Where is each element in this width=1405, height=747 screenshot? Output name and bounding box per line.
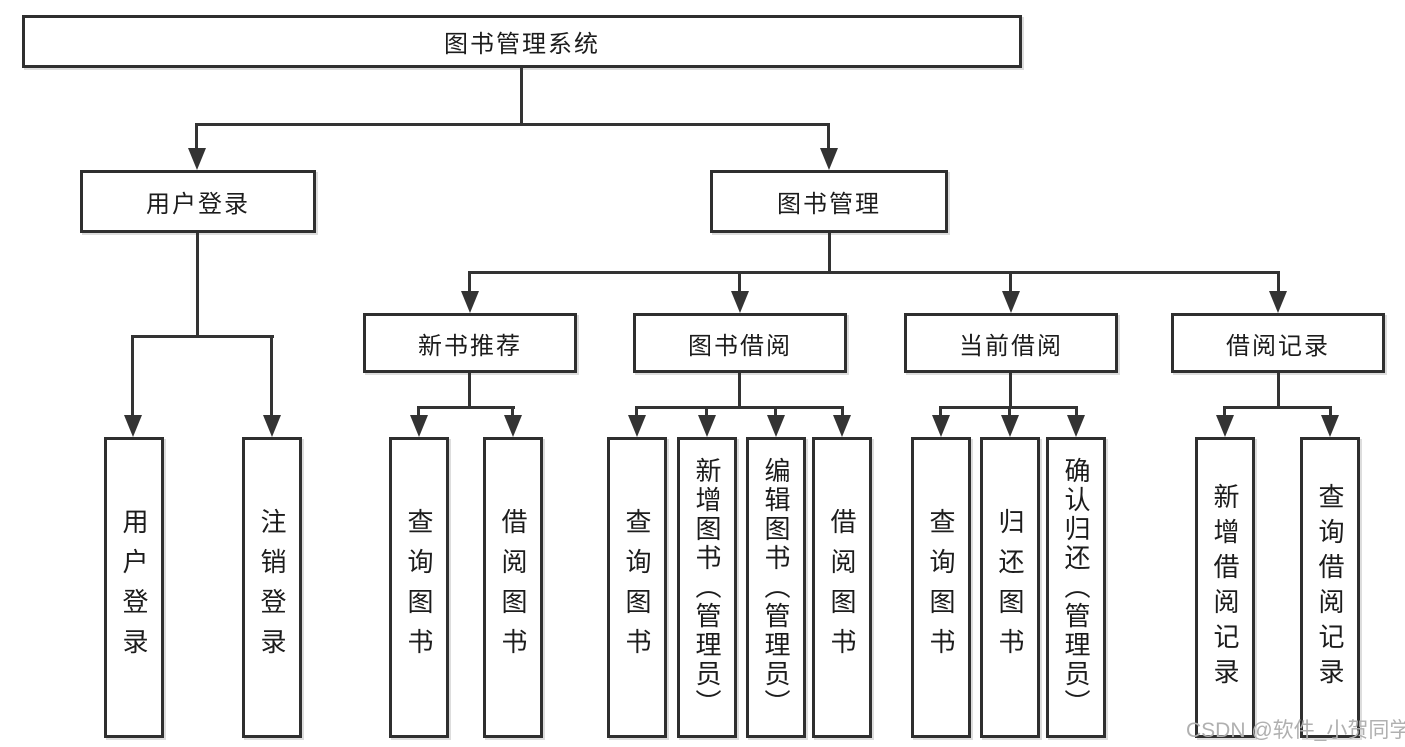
node-book-management-label: 图书管理 (777, 191, 881, 218)
leaf-add-books-admin: 新增图书（管理员） (677, 437, 737, 738)
connector-book-borrow-drop (738, 373, 741, 409)
leaf-edit-books-admin: 编辑图书（管理员） (746, 437, 806, 738)
connector-drop-leaf (417, 406, 420, 421)
arrow-down-icon (188, 148, 206, 170)
leaf-query-books-recommend: 查询图书 (389, 437, 449, 738)
connector-drop-leaf (635, 406, 638, 421)
connector-drop-level3 (468, 271, 471, 297)
arrow-down-icon (1067, 415, 1085, 437)
connector-drop-leaf (270, 335, 273, 421)
node-book-borrow-label: 图书借阅 (688, 332, 792, 360)
leaf-label: 确认归还（管理员） (1061, 457, 1091, 718)
node-user-login-label: 用户登录 (146, 191, 250, 218)
connector-root-drop (520, 68, 523, 126)
leaf-query-borrow-record: 查询借阅记录 (1300, 437, 1360, 738)
connector-drop-leaf (511, 406, 514, 421)
connector-new-book-recommend-splitter (417, 406, 515, 409)
arrow-down-icon (1002, 291, 1020, 313)
arrow-down-icon (263, 415, 281, 437)
connector-drop-user-login (195, 123, 198, 155)
arrow-down-icon (767, 415, 785, 437)
arrow-down-icon (698, 415, 716, 437)
leaf-label: 归还图书 (995, 507, 1025, 668)
node-root: 图书管理系统 (22, 15, 1022, 68)
leaf-query-books-current: 查询图书 (911, 437, 971, 738)
node-book-management: 图书管理 (710, 170, 948, 233)
node-borrow-records-label: 借阅记录 (1226, 332, 1330, 360)
connector-book-management-drop (828, 233, 831, 274)
connector-root-splitter (196, 123, 830, 126)
arrow-down-icon (820, 148, 838, 170)
leaf-label: 编辑图书（管理员） (761, 457, 791, 718)
leaf-logout: 注销登录 (242, 437, 302, 738)
connector-drop-leaf (1329, 406, 1332, 421)
node-current-borrow: 当前借阅 (904, 313, 1118, 373)
connector-new-book-recommend-drop (468, 373, 471, 409)
leaf-borrow-books-recommend: 借阅图书 (483, 437, 543, 738)
leaf-label: 查询借阅记录 (1315, 482, 1345, 693)
leaf-label: 查询图书 (926, 507, 956, 668)
arrow-down-icon (833, 415, 851, 437)
csdn-watermark: CSDN @软件_小贺同学 (1186, 719, 1405, 742)
arrow-down-icon (932, 415, 950, 437)
leaf-user-login: 用户登录 (104, 437, 164, 738)
connector-drop-leaf (131, 335, 134, 421)
node-new-book-recommend: 新书推荐 (363, 313, 577, 373)
leaf-return-books: 归还图书 (980, 437, 1040, 738)
leaf-label: 新增图书（管理员） (692, 457, 722, 718)
leaf-query-books-borrow: 查询图书 (607, 437, 667, 738)
arrow-down-icon (504, 415, 522, 437)
leaf-label: 查询图书 (404, 507, 434, 668)
arrow-down-icon (461, 291, 479, 313)
arrow-down-icon (124, 415, 142, 437)
connector-drop-level3 (738, 271, 741, 297)
arrow-down-icon (410, 415, 428, 437)
connector-drop-leaf (939, 406, 942, 421)
connector-borrow-records-splitter (1223, 406, 1332, 409)
node-current-borrow-label: 当前借阅 (959, 332, 1063, 360)
connector-borrow-records-drop (1277, 373, 1280, 409)
arrow-down-icon (1321, 415, 1339, 437)
connector-current-borrow-drop (1009, 373, 1012, 409)
connector-drop-leaf (1223, 406, 1226, 421)
connector-drop-leaf (1075, 406, 1078, 421)
connector-drop-leaf (774, 406, 777, 421)
connector-drop-leaf (705, 406, 708, 421)
connector-drop-leaf (841, 406, 844, 421)
connector-user-login-splitter (131, 335, 274, 338)
leaf-label: 查询图书 (622, 507, 652, 668)
connector-book-borrow-splitter (635, 406, 844, 409)
leaf-label: 新增借阅记录 (1210, 482, 1240, 693)
connector-drop-book-management (827, 123, 830, 155)
arrow-down-icon (731, 291, 749, 313)
leaf-label: 注销登录 (257, 507, 287, 668)
leaf-label: 借阅图书 (827, 507, 857, 668)
arrow-down-icon (628, 415, 646, 437)
arrow-down-icon (1001, 415, 1019, 437)
connector-user-login-drop (196, 233, 199, 338)
node-new-book-recommend-label: 新书推荐 (418, 332, 522, 360)
leaf-add-borrow-record: 新增借阅记录 (1195, 437, 1255, 738)
leaf-label: 借阅图书 (498, 507, 528, 668)
node-borrow-records: 借阅记录 (1171, 313, 1385, 373)
arrow-down-icon (1269, 291, 1287, 313)
connector-drop-level3 (1277, 271, 1280, 297)
node-user-login: 用户登录 (80, 170, 316, 233)
leaf-label: 用户登录 (119, 507, 149, 668)
leaf-borrow-books: 借阅图书 (812, 437, 872, 738)
connector-drop-level3 (1009, 271, 1012, 297)
node-book-borrow: 图书借阅 (633, 313, 847, 373)
node-root-label: 图书管理系统 (444, 31, 600, 58)
connector-book-management-splitter (468, 271, 1280, 274)
leaf-confirm-return-admin: 确认归还（管理员） (1046, 437, 1106, 738)
connector-drop-leaf (1008, 406, 1011, 421)
arrow-down-icon (1216, 415, 1234, 437)
